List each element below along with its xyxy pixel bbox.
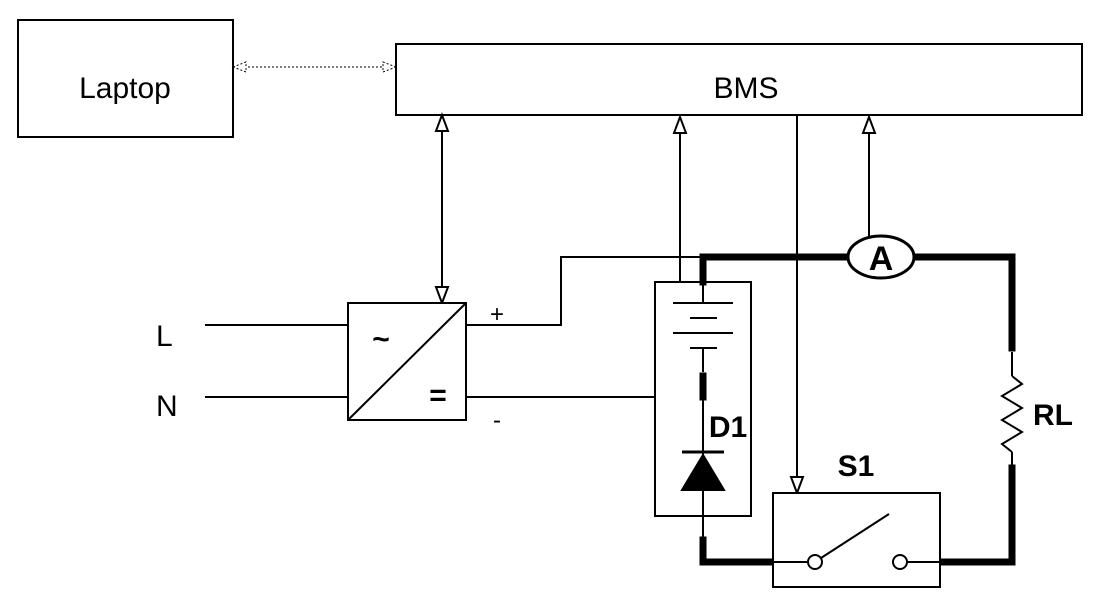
arrow-up-icon — [672, 114, 688, 134]
bms-block: BMS — [395, 43, 1083, 116]
ammeter: A — [846, 234, 916, 280]
load-loop — [699, 253, 1016, 566]
arrow-up-icon — [434, 112, 450, 132]
arrow-down-icon — [789, 476, 805, 496]
battery-pack: D1 — [654, 281, 752, 540]
mains-inputs: L N — [156, 320, 348, 423]
arrow-right-icon — [382, 61, 398, 73]
minus-label: - — [493, 407, 501, 434]
dc-symbol: = — [429, 379, 447, 412]
bms-label: BMS — [713, 72, 778, 105]
ac-dc-converter: ~ = + - — [347, 301, 504, 434]
arrow-left-icon — [231, 61, 247, 73]
resistor-label: RL — [1033, 399, 1073, 432]
switch-control-line — [789, 115, 805, 496]
resistor-icon — [1000, 375, 1024, 453]
terminal-l-label: L — [156, 320, 173, 353]
arrow-up-icon — [861, 114, 877, 134]
arrow-down-icon — [434, 286, 450, 306]
plus-label: + — [490, 301, 504, 328]
laptop-bms-link — [231, 61, 398, 73]
ammeter-label: A — [869, 240, 894, 278]
ac-symbol: ~ — [372, 323, 390, 356]
ammeter-sense-line — [861, 114, 877, 237]
switch-label: S1 — [838, 450, 875, 483]
terminal-n-label: N — [156, 390, 178, 423]
load-resistor: RL — [1000, 352, 1073, 466]
laptop-label: Laptop — [79, 72, 171, 105]
bms-converter-link — [434, 112, 450, 306]
switch: S1 — [772, 450, 941, 588]
switch-blade-icon — [820, 513, 890, 559]
diode-label: D1 — [709, 411, 747, 444]
battery-icon — [673, 282, 733, 372]
laptop-block: Laptop — [17, 19, 234, 138]
